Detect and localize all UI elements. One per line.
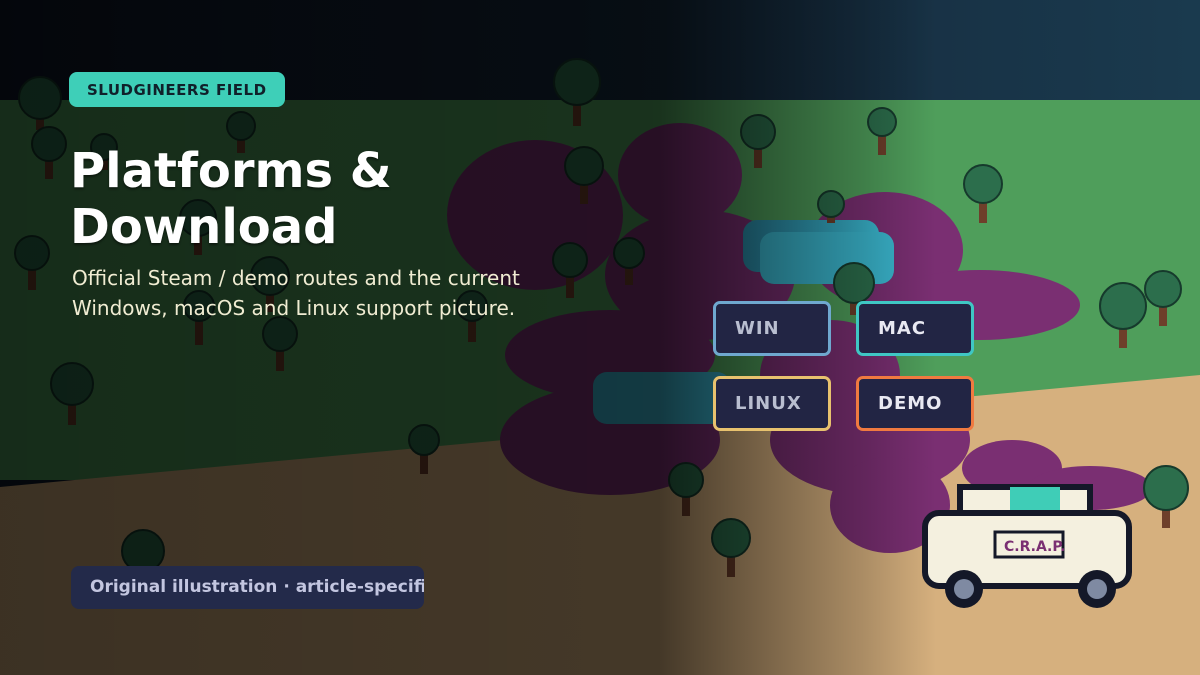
platform-mac-tile: MAC [856, 301, 974, 356]
platform-linux-tile: LINUX [713, 376, 831, 431]
section-badge: SLUDGINEERS FIELD [69, 72, 285, 107]
van-label: C.R.A.P. [1004, 539, 1065, 555]
page-subtitle: Official Steam / demo routes and the cur… [72, 266, 520, 320]
illustration-caption: Original illustration · article-specific [71, 566, 424, 609]
van-icon: C.R.A.P. [922, 484, 1132, 608]
page-title: Platforms & Download [70, 143, 392, 255]
platform-demo-tile: DEMO [856, 376, 974, 431]
platform-win-tile: WIN [713, 301, 831, 356]
